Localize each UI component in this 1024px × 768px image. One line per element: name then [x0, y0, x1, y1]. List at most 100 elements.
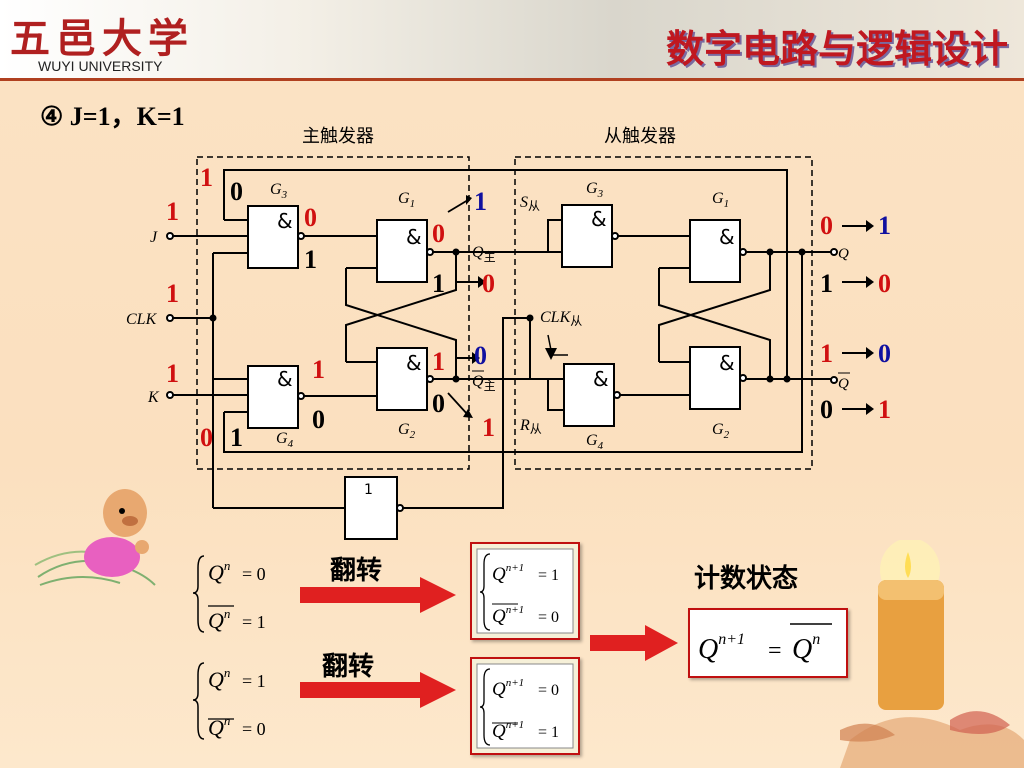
- svg-text:= 0: = 0: [538, 609, 559, 626]
- count-state-label: 计数状态: [694, 564, 799, 594]
- svg-text:= 0: = 0: [538, 682, 559, 699]
- value-label: 0: [200, 423, 213, 452]
- condition-equation-2: Qn = 1 Qn = 0: [192, 655, 302, 745]
- master-box: [196, 156, 470, 470]
- master-g4-label: G: [276, 430, 288, 447]
- flip-label-2: 翻转: [322, 652, 375, 682]
- value-label: 0: [304, 203, 317, 232]
- right-arrow-icon: [590, 625, 678, 661]
- slave-g3: [561, 204, 613, 268]
- svg-text:Qn+1: Qn+1: [492, 604, 524, 627]
- value-label: 1: [474, 187, 487, 216]
- value-label: 0: [482, 269, 495, 298]
- k-input-label: K: [147, 389, 160, 406]
- svg-text:G2: G2: [398, 421, 416, 441]
- university-logo: 五邑大学: [10, 15, 194, 62]
- value-label: 1: [304, 245, 317, 274]
- svg-text:G4: G4: [586, 432, 604, 452]
- svg-text:Qn: Qn: [208, 665, 230, 692]
- master-g1: [376, 219, 428, 283]
- slave-g2-label: G: [712, 421, 724, 438]
- j-input-label: J: [150, 229, 158, 246]
- gate-symbol: &: [277, 209, 293, 233]
- svg-text:Q主: Q主: [472, 244, 496, 264]
- value-label: 1: [432, 347, 445, 376]
- flip-label-1: 翻转: [330, 556, 383, 586]
- value-label: 1: [166, 197, 179, 226]
- value-label: 0: [432, 389, 445, 418]
- svg-text:Qn: Qn: [208, 558, 230, 585]
- gate-symbol: &: [406, 225, 422, 249]
- value-label: 0: [878, 339, 891, 368]
- slave-g1: [689, 219, 741, 283]
- svg-text:G1: G1: [398, 190, 415, 210]
- qbar-output-label: Q: [838, 376, 849, 392]
- value-label: 1: [166, 279, 179, 308]
- course-title: 数字电路与逻辑设计: [665, 27, 1008, 71]
- svg-text:Qn+1: Qn+1: [492, 719, 524, 742]
- svg-text:G1: G1: [712, 190, 729, 210]
- value-label: 0: [820, 211, 833, 240]
- value-label: 1: [200, 163, 213, 192]
- value-label: 0: [432, 219, 445, 248]
- svg-text:G3: G3: [586, 180, 604, 200]
- svg-text:Qn+1: Qn+1: [492, 677, 524, 700]
- q-master-label: Q: [472, 244, 484, 261]
- condition-equation-1: Qn = 0 Qn = 1: [192, 548, 302, 638]
- clk-slave-label: CLK: [540, 309, 572, 326]
- svg-text:Qn: Qn: [208, 713, 230, 740]
- result-box-1: Qn+1 = 1 Qn+1 = 0: [470, 542, 580, 640]
- value-label: 1: [230, 423, 243, 452]
- svg-text:CLK从: CLK从: [540, 309, 582, 328]
- s-slave-label: S: [520, 194, 528, 211]
- svg-text:Qn+1: Qn+1: [698, 631, 745, 665]
- clk-not-gate: [344, 476, 398, 540]
- value-label: 1: [878, 395, 891, 424]
- master-g3-label: G: [270, 181, 282, 198]
- candle-illustration: [840, 540, 1024, 768]
- svg-text:Qn+1: Qn+1: [492, 562, 524, 585]
- master-g2: [376, 347, 428, 411]
- value-label: 0: [474, 341, 487, 370]
- gate-symbol: &: [593, 367, 609, 391]
- svg-text:= 1: = 1: [538, 724, 559, 741]
- gate-symbol: &: [719, 225, 735, 249]
- not-symbol: 1: [364, 482, 373, 498]
- master-g4: [247, 365, 299, 429]
- value-label: 1: [166, 359, 179, 388]
- case-label: ④ J=1，K=1: [40, 102, 185, 131]
- slave-g1-label: G: [712, 190, 724, 207]
- svg-text:= 0: = 0: [242, 564, 266, 584]
- value-label: 1: [878, 211, 891, 240]
- master-g2-label: G: [398, 421, 410, 438]
- cartoon-professor-illustration: [34, 489, 156, 586]
- university-name-en: WUYI UNIVERSITY: [38, 58, 163, 74]
- svg-text:G2: G2: [712, 421, 730, 441]
- value-label: 1: [312, 355, 325, 384]
- gate-symbol: &: [591, 207, 607, 231]
- slave-g3-label: G: [586, 180, 598, 197]
- svg-text:= 0: = 0: [242, 719, 266, 739]
- value-label: 0: [312, 405, 325, 434]
- q-output-label: Q: [838, 246, 849, 262]
- svg-text:=: =: [768, 638, 782, 664]
- value-label: 0: [230, 177, 243, 206]
- svg-text:R从: R从: [519, 417, 542, 436]
- value-label: 1: [820, 339, 833, 368]
- slave-g2: [689, 346, 741, 410]
- result-box-2: Qn+1 = 0 Qn+1 = 1: [470, 657, 580, 755]
- gate-symbol: &: [277, 367, 293, 391]
- slave-box: [514, 156, 813, 470]
- right-arrow-icon: [300, 577, 456, 613]
- right-arrow-icon: [300, 672, 456, 708]
- svg-text:Qn: Qn: [208, 606, 230, 633]
- gate-symbol: &: [719, 351, 735, 375]
- slave-g4-label: G: [586, 432, 598, 449]
- svg-text:= 1: = 1: [538, 567, 559, 584]
- svg-text:Qn: Qn: [792, 631, 820, 665]
- qbar-master-label: Q: [472, 373, 484, 390]
- header-divider: [0, 78, 1024, 81]
- svg-text:G3: G3: [270, 181, 288, 201]
